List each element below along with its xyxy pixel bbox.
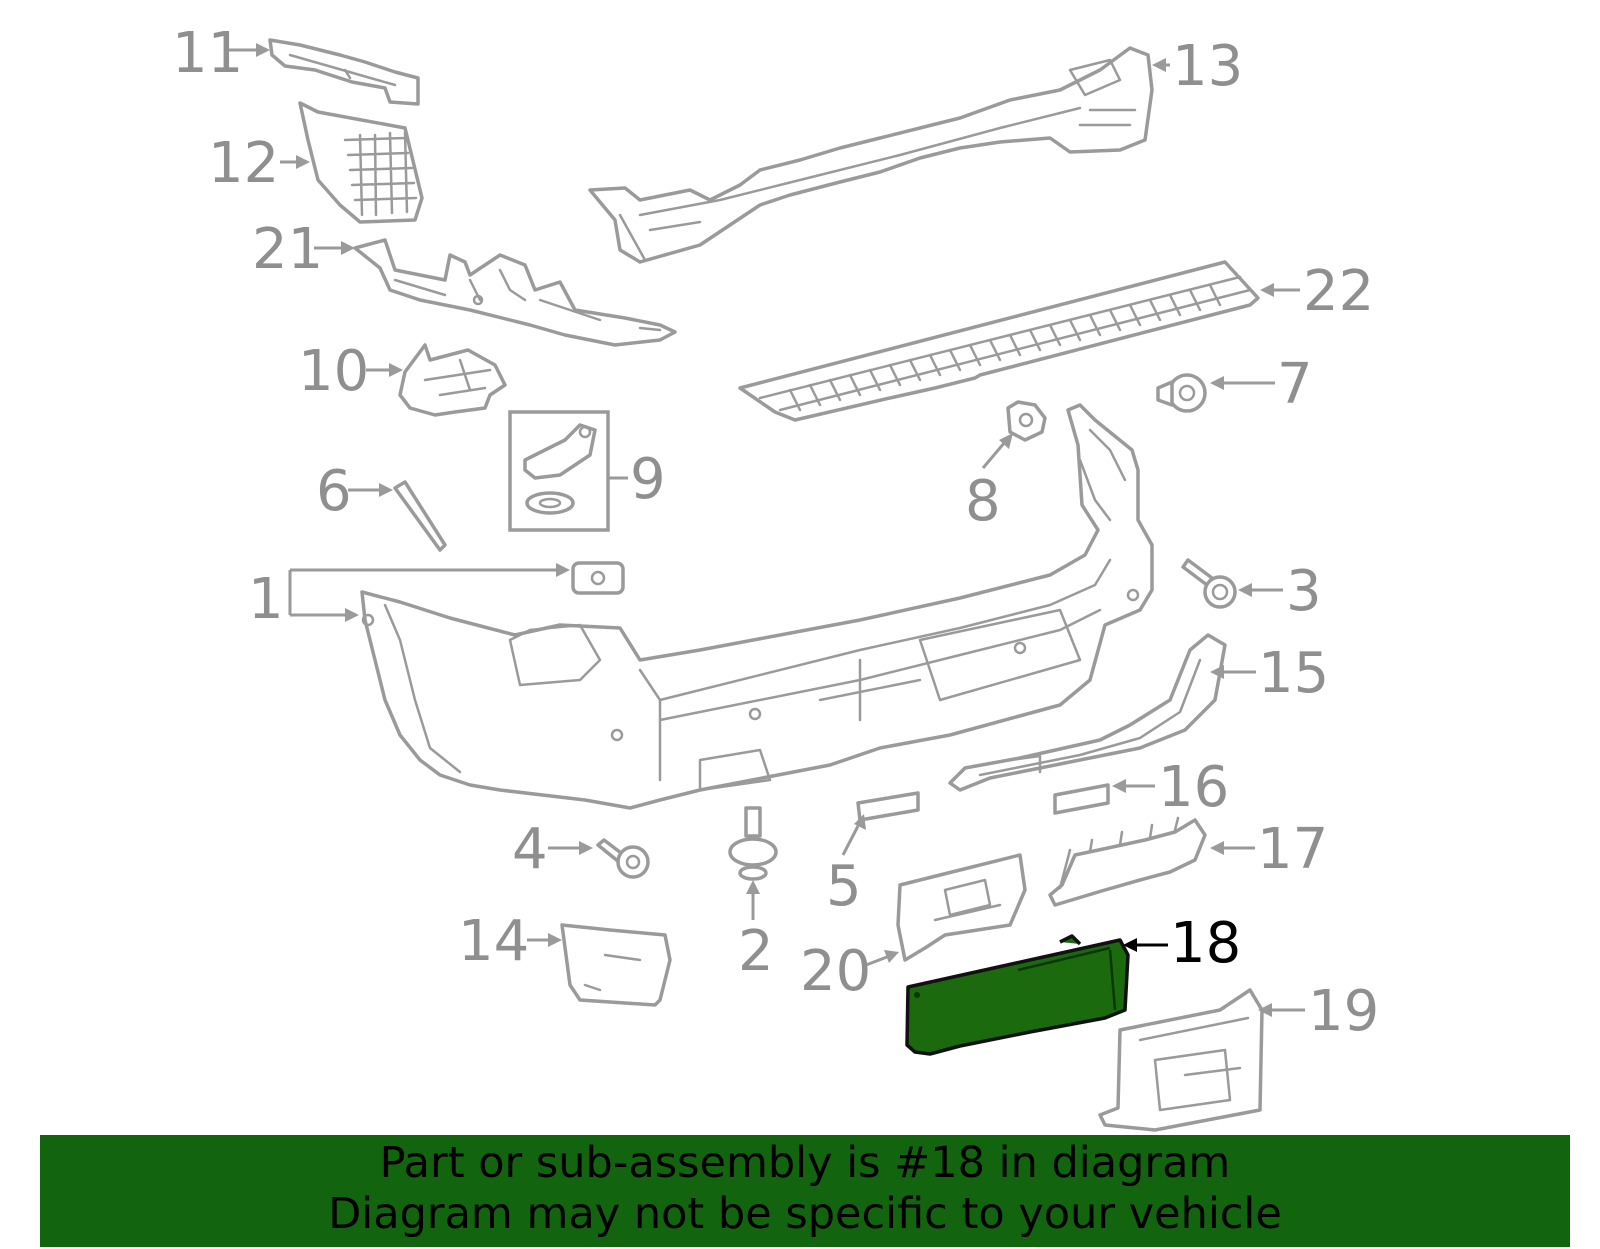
callout-11: 11 <box>172 21 243 86</box>
callout-9: 9 <box>630 447 666 512</box>
part-19-cover <box>1098 988 1264 1132</box>
part-2-stud <box>728 806 778 881</box>
callout-1: 1 <box>248 567 284 632</box>
part-12-grille-bracket <box>298 101 424 224</box>
part-3-bolt <box>1181 558 1237 609</box>
callout-numbers: 11 12 21 10 6 9 1 13 22 7 8 3 15 16 17 5… <box>172 21 1379 1044</box>
callout-5: 5 <box>826 854 862 919</box>
callout-16: 16 <box>1158 755 1229 820</box>
part-17-garnish <box>1048 816 1207 907</box>
callout-18: 18 <box>1170 911 1241 976</box>
part-10-clip <box>398 343 507 417</box>
callout-10: 10 <box>298 339 369 404</box>
banner-line-1: Part or sub-assembly is #18 in diagram <box>379 1138 1231 1188</box>
callout-7: 7 <box>1277 352 1313 417</box>
info-banner: Part or sub-assembly is #18 in diagram D… <box>40 1135 1570 1247</box>
callout-14: 14 <box>458 909 529 974</box>
part-14-cover <box>560 923 672 1007</box>
part-7-clip <box>1156 373 1207 413</box>
callout-20: 20 <box>800 939 871 1004</box>
part-8-clip <box>1006 400 1047 442</box>
part-13-reinforcement <box>588 46 1154 264</box>
callout-13: 13 <box>1172 34 1243 99</box>
part-16-strip <box>1053 783 1110 815</box>
callout-19: 19 <box>1308 979 1379 1044</box>
part-4-bolt <box>596 838 650 879</box>
callout-4: 4 <box>512 817 548 882</box>
part-9-kit <box>508 410 610 532</box>
leader-lines <box>228 43 1305 1017</box>
part-18-highlighted-cover <box>905 934 1130 1056</box>
part-15-trim <box>948 633 1227 792</box>
part-1-sensor-bracket <box>571 561 625 595</box>
part-5-strip <box>856 791 920 822</box>
callout-3: 3 <box>1286 559 1322 624</box>
callout-21: 21 <box>252 217 323 282</box>
callout-12: 12 <box>208 131 279 196</box>
part-6-strip <box>393 480 447 552</box>
part-22-step-pad <box>738 260 1260 422</box>
part-20-bracket <box>896 853 1027 962</box>
callout-17: 17 <box>1257 817 1328 882</box>
part-1-bumper-cover <box>360 403 1154 810</box>
callout-6: 6 <box>316 459 352 524</box>
banner-line-2: Diagram may not be specific to your vehi… <box>328 1189 1282 1239</box>
callout-8: 8 <box>965 469 1001 534</box>
part-11-bracket <box>268 38 420 106</box>
callout-2: 2 <box>738 919 774 984</box>
callout-22: 22 <box>1303 259 1374 324</box>
callout-15: 15 <box>1258 641 1329 706</box>
part-21-bracket <box>353 238 677 347</box>
